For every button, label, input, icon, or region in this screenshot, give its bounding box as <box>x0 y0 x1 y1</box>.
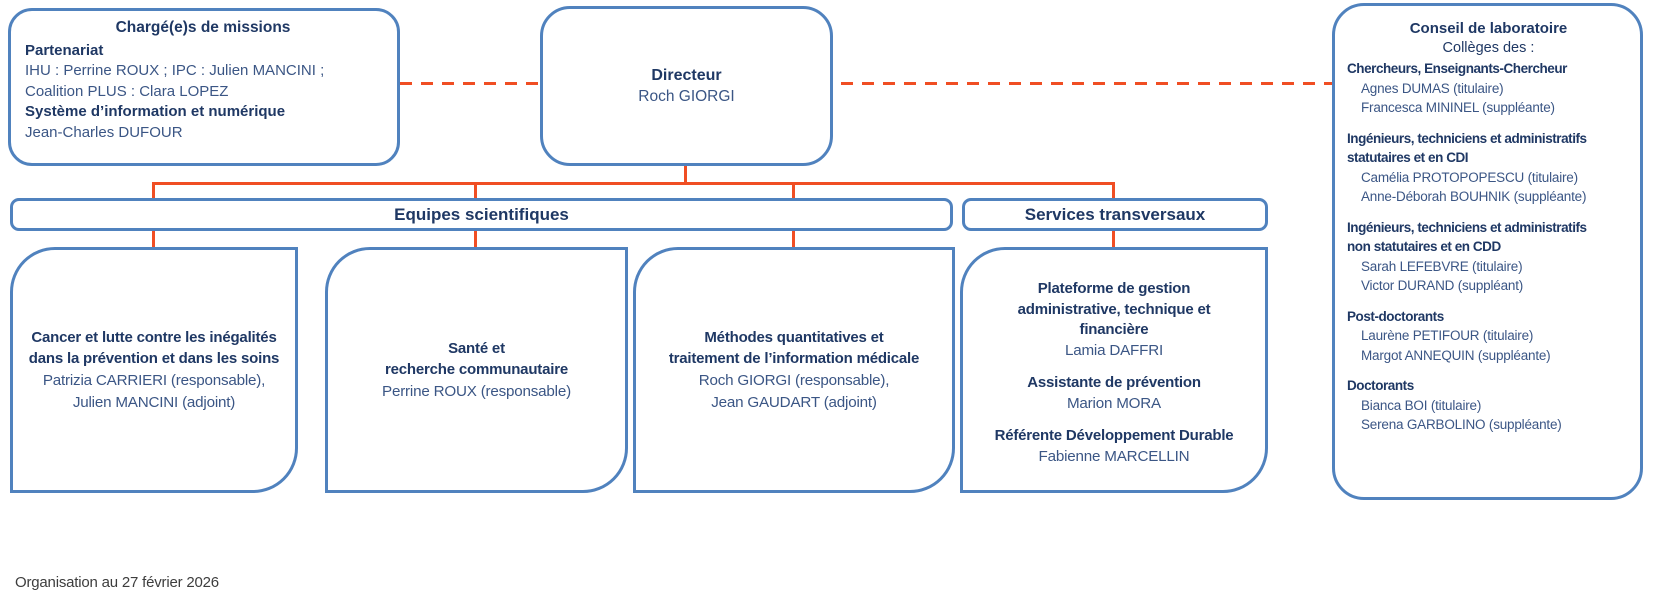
connector-director-riser <box>684 163 687 184</box>
service-title-line: administrative, technique et <box>1017 300 1211 318</box>
team-title-line: traitement de l’information médicale <box>668 349 920 367</box>
team-box-methodes: Méthodes quantitatives et traitement de … <box>633 247 955 493</box>
team-title-line: recherche communautaire <box>385 360 568 378</box>
charges-heading-systeme: Système d’information et numérique <box>25 103 286 120</box>
scientific-teams-band-label: Equipes scientifiques <box>394 204 569 224</box>
charges-line: Coalition PLUS : Clara LOPEZ <box>25 82 229 100</box>
college-doctorants: Doctorants Bianca BOI (titulaire) Serena… <box>1347 376 1630 435</box>
college-member: Agnes DUMAS (titulaire) <box>1361 80 1504 96</box>
team-member: Jean GAUDART (adjoint) <box>711 393 877 411</box>
team-title-line: dans la prévention et dans les soins <box>28 349 280 367</box>
director-box: Directeur Roch GIORGI <box>540 6 833 166</box>
college-ita-cdd: Ingénieurs, techniciens et administratif… <box>1347 218 1630 296</box>
council-title: Conseil de laboratoire <box>1409 20 1568 37</box>
director-title: Directeur <box>651 66 722 84</box>
transversal-services-band-label: Services transversaux <box>1024 204 1206 224</box>
service-group-durable: Référente Développement Durable Fabienne… <box>995 426 1234 467</box>
college-member: Sarah LEFEBVRE (titulaire) <box>1361 258 1523 274</box>
college-member: Serena GARBOLINO (suppléante) <box>1361 417 1562 432</box>
college-member: Victor DURAND (suppléant) <box>1361 278 1524 293</box>
team-member: Perrine ROUX (responsable) <box>382 382 571 400</box>
footer-note: Organisation au 27 février 2026 <box>15 574 219 591</box>
college-heading-line: Doctorants <box>1347 378 1414 393</box>
college-member: Margot ANNEQUIN (suppléante) <box>1361 347 1551 363</box>
college-chercheurs: Chercheurs, Enseignants-Chercheur Agnes … <box>1347 59 1630 118</box>
service-member: Lamia DAFFRI <box>1064 341 1163 359</box>
college-member: Camélia PROTOPOPESCU (titulaire) <box>1361 169 1578 185</box>
charges-title: Chargé(e)s de missions <box>115 19 291 36</box>
council-subtitle: Collèges des : <box>1442 39 1535 56</box>
service-group-plateforme: Plateforme de gestion administrative, te… <box>1018 279 1211 361</box>
college-heading-line: Post-doctorants <box>1347 308 1444 324</box>
dashed-link-line <box>400 82 1332 85</box>
team-member: Patrizia CARRIERI (responsable), <box>42 371 266 389</box>
service-title-line: Plateforme de gestion <box>1037 280 1191 297</box>
lab-council-box: Conseil de laboratoire Collèges des : Ch… <box>1332 3 1643 500</box>
services-box: Plateforme de gestion administrative, te… <box>960 247 1268 493</box>
service-title-line: Assistante de prévention <box>1027 374 1201 391</box>
college-member: Francesca MININEL (suppléante) <box>1361 100 1555 115</box>
service-title-line: Référente Développement Durable <box>994 427 1234 444</box>
charges-line: IHU : Perrine ROUX ; IPC : Julien MANCIN… <box>25 62 325 79</box>
team-title-line: Santé et <box>448 339 505 357</box>
transversal-services-band: Services transversaux <box>962 198 1268 231</box>
college-member: Laurène PETIFOUR (titulaire) <box>1361 328 1534 343</box>
service-title-line: financière <box>1079 321 1149 338</box>
service-member: Fabienne MARCELLIN <box>1038 447 1190 465</box>
director-name: Roch GIORGI <box>638 87 735 105</box>
charges-heading-partenariat: Partenariat <box>25 41 104 59</box>
service-group-prevention: Assistante de prévention Marion MORA <box>1027 373 1201 414</box>
college-postdoc: Post-doctorants Laurène PETIFOUR (titula… <box>1347 307 1630 366</box>
college-heading-line: Ingénieurs, techniciens et administratif… <box>1347 130 1587 146</box>
college-heading-line: statutaires et en CDI <box>1347 150 1469 165</box>
college-heading-line: Ingénieurs, techniciens et administratif… <box>1347 219 1587 235</box>
service-member: Marion MORA <box>1066 394 1161 412</box>
college-ita-cdi: Ingénieurs, techniciens et administratif… <box>1347 129 1630 207</box>
team-member: Julien MANCINI (adjoint) <box>72 393 236 411</box>
connector-horizontal <box>154 182 1114 185</box>
team-title-line: Cancer et lutte contre les inégalités <box>31 328 277 346</box>
charges-line: Jean-Charles DUFOUR <box>25 123 183 141</box>
team-box-sante: Santé et recherche communautaire Perrine… <box>325 247 628 493</box>
team-box-cancer: Cancer et lutte contre les inégalités da… <box>10 247 298 493</box>
college-heading-line: non statutaires et en CDD <box>1347 239 1501 254</box>
team-title-line: Méthodes quantitatives et <box>704 328 884 346</box>
scientific-teams-band: Equipes scientifiques <box>10 198 953 231</box>
team-member: Roch GIORGI (responsable), <box>698 371 890 389</box>
college-member: Bianca BOI (titulaire) <box>1361 397 1482 413</box>
college-member: Anne-Déborah BOUHNIK (suppléante) <box>1361 189 1587 204</box>
charges-missions-box: Chargé(e)s de missions Partenariat IHU :… <box>8 8 400 166</box>
college-heading-line: Chercheurs, Enseignants-Chercheur <box>1347 61 1567 76</box>
